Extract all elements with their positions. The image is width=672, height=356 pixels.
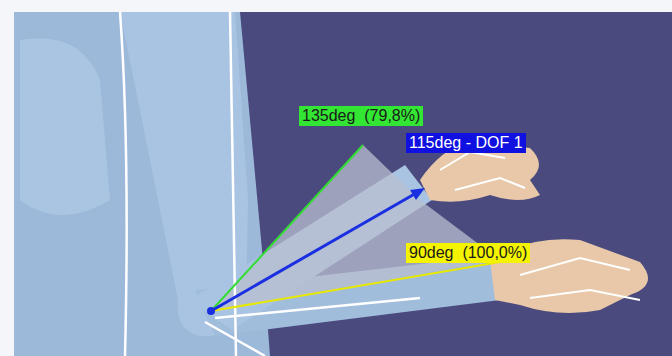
angle-label: 135deg (79,8%) xyxy=(302,107,420,124)
angle-label-box: 90deg (100,0%) xyxy=(406,243,530,263)
angle-label: 115deg - DOF 1 xyxy=(409,134,523,151)
hand-lower-outline xyxy=(520,258,640,300)
skeleton-lines xyxy=(120,12,420,356)
elbow-joint xyxy=(207,307,215,315)
hand-upper-outline xyxy=(440,152,525,190)
angle-label-box: 135deg (79,8%) xyxy=(299,106,423,126)
angle-label-box: 115deg - DOF 1 xyxy=(406,133,526,153)
dof-vector xyxy=(211,192,418,311)
angle-label: 90deg (100,0%) xyxy=(409,244,527,261)
viewport-background xyxy=(14,12,672,356)
torso-shade xyxy=(20,38,110,215)
max-angle-line xyxy=(211,145,363,311)
dof-arrowhead xyxy=(410,188,425,200)
